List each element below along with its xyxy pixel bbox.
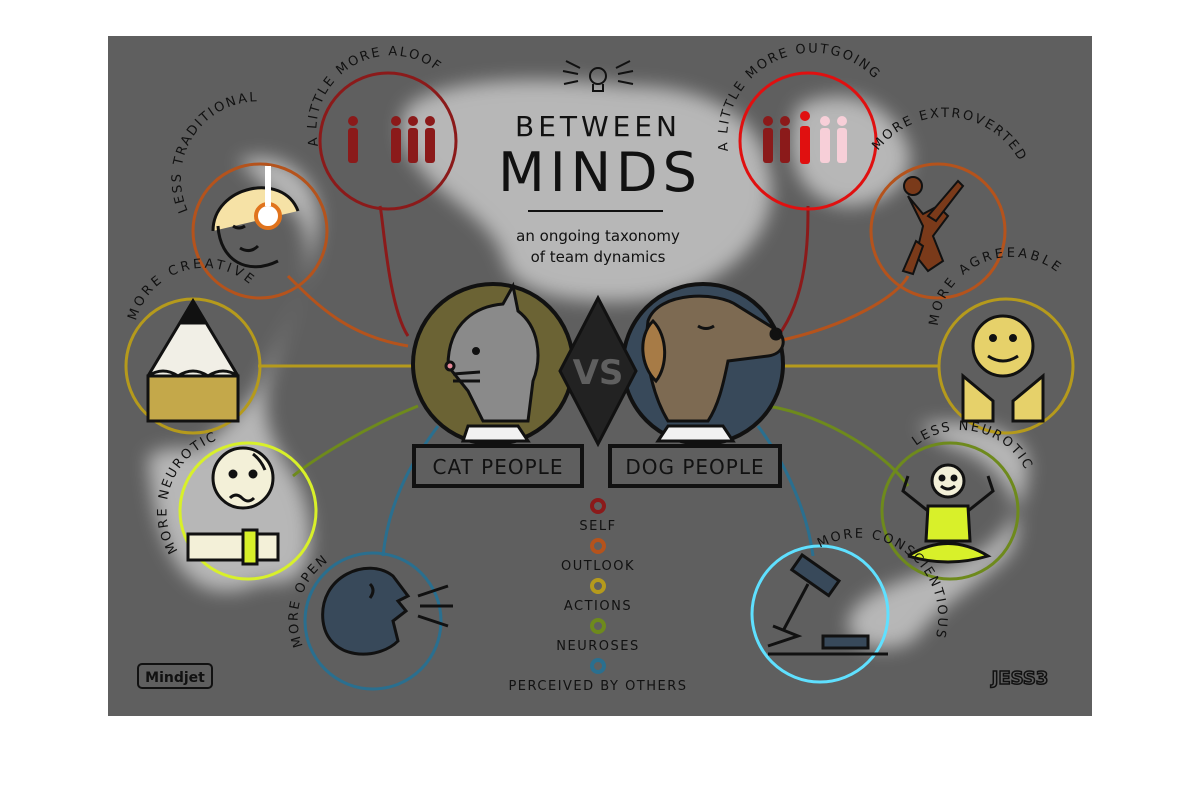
jumping-person-icon (901, 176, 965, 276)
legend-label: OUTLOOK (561, 559, 635, 574)
lightbulb-icon (562, 60, 634, 92)
legend-dot (590, 498, 606, 514)
dog-portrait (621, 282, 785, 446)
legend-label: SELF (579, 519, 616, 534)
pencil-icon (146, 298, 240, 423)
title-line1: BETWEEN (515, 110, 681, 143)
meditating-person-icon (901, 463, 995, 564)
mindjet-logo: Mindjet (137, 663, 213, 689)
cat-people-text: CAT PEOPLE (433, 455, 564, 479)
headphones-face-icon (211, 166, 300, 269)
vs-text: VS (573, 353, 624, 393)
dog-icon (641, 294, 785, 443)
title-line2: MINDS (498, 141, 702, 204)
dog-people-label: DOG PEOPLE (608, 444, 782, 488)
worried-face-icon (186, 446, 280, 566)
legend-dot (590, 618, 606, 634)
legend-label: ACTIONS (564, 599, 632, 614)
thumbs-up-face-icon (961, 314, 1045, 423)
speaking-head-icon (321, 566, 453, 656)
jess3-logo: JESS3 (990, 668, 1049, 689)
cat-people-label: CAT PEOPLE (412, 444, 584, 488)
legend-dot (590, 538, 606, 554)
cat-icon (444, 281, 540, 443)
legend-label: PERCEIVED BY OTHERS (508, 679, 687, 694)
legend-dot (590, 658, 606, 674)
mindjet-logo-text: Mindjet (145, 670, 205, 686)
people-icon (348, 116, 435, 163)
highlight-overlay (148, 80, 1028, 649)
legend: SELF OUTLOOK ACTIONS NEUROSES PERCEIVED BY O… (508, 498, 687, 694)
cat-portrait (411, 281, 575, 446)
between-minds-infographic: BETWEEN MINDS an ongoing taxonomy of tea… (108, 36, 1092, 716)
trait-more-neurotic: MORE NEUROTIC (155, 429, 318, 581)
subtitle-line1: an ongoing taxonomy (516, 227, 680, 245)
subtitle-line2: of team dynamics (531, 248, 666, 266)
legend-dot (590, 578, 606, 594)
people-cheering-icon (763, 111, 847, 164)
dog-people-text: DOG PEOPLE (625, 455, 764, 479)
legend-label: NEUROSES (556, 639, 639, 654)
gavel-icon (767, 552, 888, 656)
vs-badge: VS (558, 294, 638, 448)
